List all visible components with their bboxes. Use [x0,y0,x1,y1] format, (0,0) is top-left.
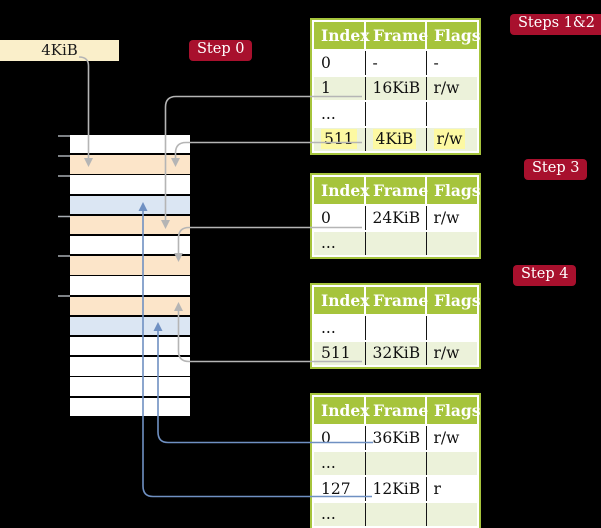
table-cell: 36KiB [365,425,427,452]
column-header-flags: Flags [426,397,481,426]
table-cell: ... [314,450,366,477]
table-cell [426,450,477,477]
table-cell [365,101,427,128]
table-cell: - [365,50,427,77]
table-cell: r/w [426,126,477,151]
column-header-index: Index [314,287,369,316]
column-header-flags: Flags [426,177,481,206]
label-step-4: Step 4 [513,265,577,286]
memory-row-pagetable [70,296,190,316]
column-header-frame: Frame [365,177,428,206]
highlighted-value: 511 [321,129,357,150]
table-cell: 24KiB [365,205,427,232]
table-cell [426,101,477,128]
table-cell [426,501,477,526]
table-cell: 0 [314,205,366,232]
table-cell [365,501,427,526]
memory-row-free [70,135,190,154]
memory-row-pagetable [70,256,190,275]
table-cell [365,450,427,477]
column-header-index: Index [314,22,369,51]
memory-row-data [70,195,190,215]
table-cell: 511 [314,126,366,151]
table-cell: r/w [426,75,477,102]
table-cell: 127 [314,476,366,503]
table-cell [426,230,477,255]
memory-row-free [70,357,190,376]
table-cell: ... [314,501,366,526]
table-row: ... [314,230,477,255]
highlighted-value: r/w [433,129,466,150]
table-cell: r/w [426,205,477,232]
table-cell: 0 [314,425,366,452]
table-cell [365,315,427,342]
memory-row-free [70,337,190,356]
memory-row-free [70,175,190,194]
memory-row-pagetable [70,155,190,174]
table-cell [365,230,427,255]
table-row: 511 4KiB r/w [314,126,477,151]
memory-strip [70,135,190,417]
table-cell: 4KiB [365,126,427,151]
table-cell: r/w [426,425,477,452]
table-row: ... [314,101,477,128]
table-cell [426,315,477,342]
memory-tick-marks [58,135,70,297]
column-header-frame: Frame [365,22,428,51]
table-row: 0-- [314,50,477,77]
column-header-frame: Frame [365,397,428,426]
table-row: ... [314,501,477,526]
table-cell: 511 [314,340,366,365]
root-table-pointer-box: 4KiB [0,40,119,61]
column-header-flags: Flags [426,22,481,51]
table-cell: - [426,50,477,77]
column-header-flags: Flags [426,287,481,316]
column-header-index: Index [314,397,369,426]
label-step-0: Step 0 [189,40,253,61]
memory-row-free [70,397,190,417]
table-cell: 1 [314,75,366,102]
table-cell: ... [314,101,366,128]
table-cell: 0 [314,50,366,77]
table-cell: 32KiB [365,340,427,365]
table-cell: r/w [426,340,477,365]
memory-row-data [70,316,190,336]
table-cell: ... [314,230,366,255]
memory-row-free [70,236,190,255]
table-row: ... [314,450,477,477]
table-cell: r [426,476,477,503]
table-cell: 12KiB [365,476,427,503]
memory-row-pagetable [70,215,190,235]
label-steps-1-2: Steps 1&2 [510,14,601,35]
label-step-3: Step 3 [524,159,588,180]
memory-row-free [70,276,190,295]
memory-row-free [70,377,190,396]
highlighted-value: 4KiB [372,129,417,150]
table-cell: 16KiB [365,75,427,102]
table-cell: ... [314,315,366,342]
column-header-frame: Frame [365,287,428,316]
table-row: ... [314,315,477,342]
column-header-index: Index [314,177,369,206]
